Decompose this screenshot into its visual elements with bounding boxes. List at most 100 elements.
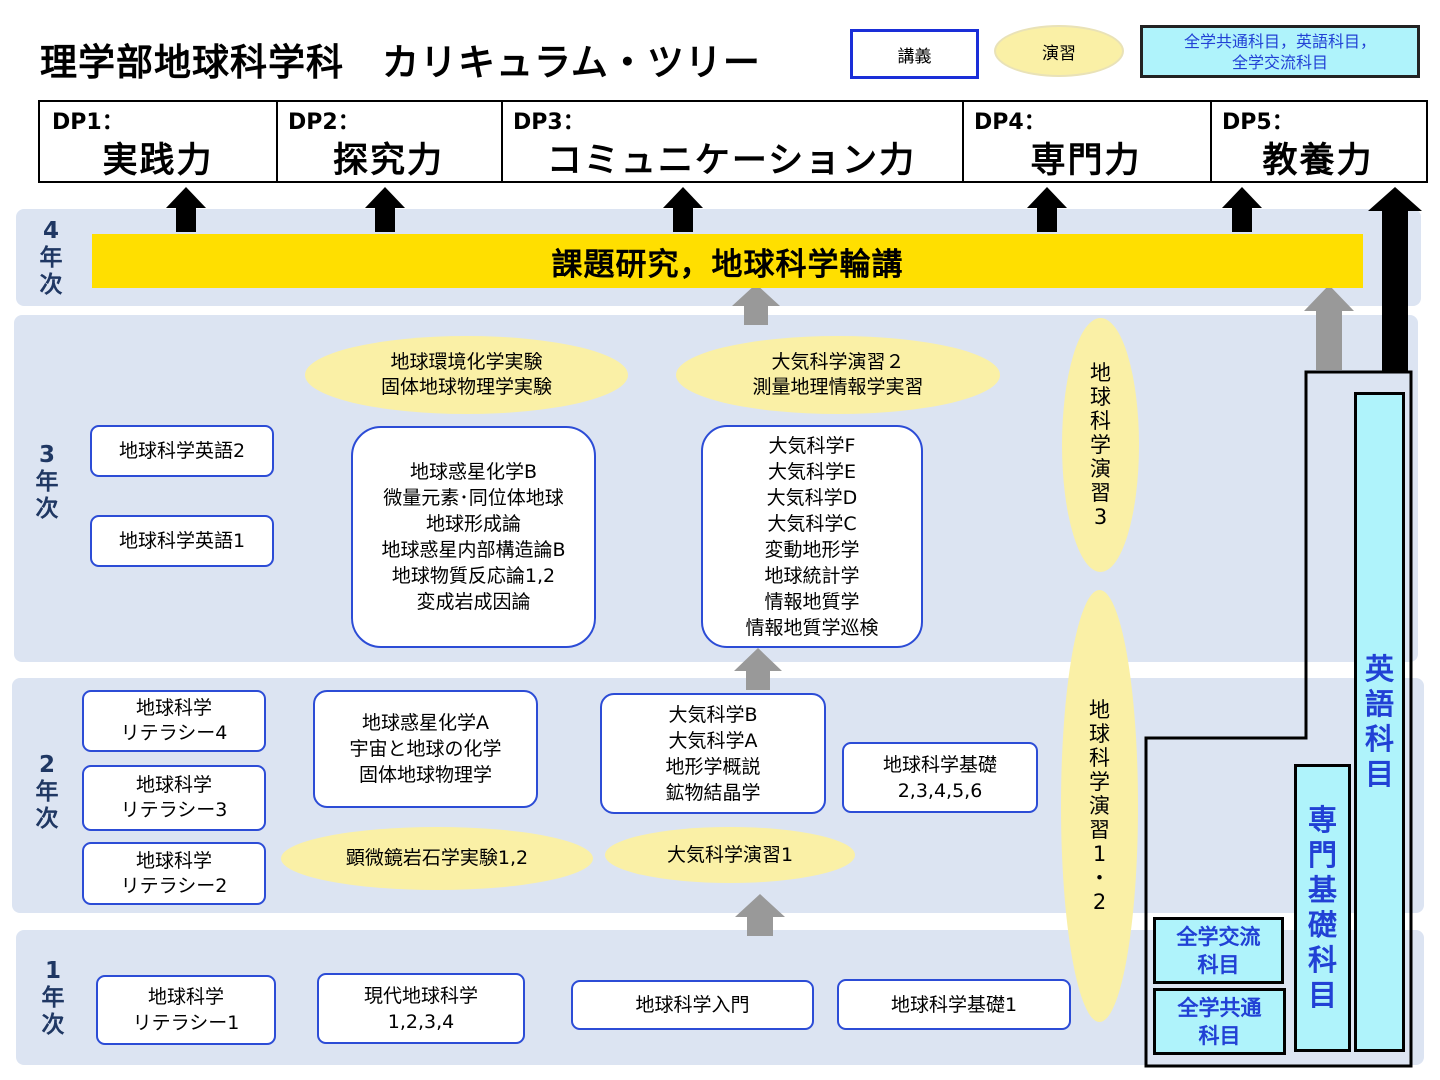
diploma-policy-row: DP1： 実践力 DP2： 探究力 DP3： コミュニケーション力 DP4： 専… (38, 100, 1428, 183)
general-exchange-subjects: 全学交流 科目 (1153, 917, 1284, 984)
y2a-line2: 宇宙と地球の化学 (349, 738, 502, 760)
common-line2: 科目 (1198, 1023, 1241, 1048)
basics1-label: 地球科学基礎1 (890, 993, 1018, 1016)
y3-mid-line5: 変動地形学 (764, 538, 860, 561)
dp5-name: 教養力 (1262, 141, 1374, 181)
course-earth-science-english2: 地球科学英語2 (90, 425, 274, 477)
year2-atmos-box: 大気科学B 大気科学A 地形学概説 鉱物結晶学 (600, 693, 826, 814)
eng-c1: 英 (1364, 652, 1394, 686)
basics26-line1: 地球科学基礎 (882, 753, 997, 776)
eng-c3: 科 (1364, 722, 1394, 756)
ex12-c1: 地 (1089, 698, 1110, 722)
ex12-c4: 学 (1089, 770, 1110, 794)
y2b-line3: 地形学概説 (665, 755, 761, 778)
ex12-c2: 球 (1089, 722, 1110, 746)
course-literacy1: 地球科学 リテラシー1 (96, 975, 276, 1045)
year3-atmos-box: 大気科学F 大気科学E 大気科学D 大気科学C 変動地形学 地球統計学 情報地質… (701, 425, 923, 648)
ex3-c3: 科 (1090, 409, 1111, 433)
dp5-cell: DP5： 教養力 (1210, 102, 1426, 181)
year3-planetary-box: 地球惑星化学B 微量元素･同位体地球 地球形成論 地球惑星内部構造論B 地球物質… (351, 426, 596, 648)
practice-earth-science-exercise3: 地 球 科 学 演 習 3 (1062, 318, 1139, 572)
arrow-black-dp4 (1027, 187, 1067, 232)
course-literacy4: 地球科学 リテラシー4 (82, 690, 266, 752)
ex3-c5: 演 (1090, 457, 1111, 481)
literacy1-line2: リテラシー1 (132, 1012, 240, 1034)
microscope-label: 顕微鏡岩石学実験1,2 (345, 847, 529, 869)
dp2-name: 探究力 (332, 141, 444, 181)
year2-nen: 年 (35, 779, 59, 805)
y3-mid-line7: 情報地質学 (764, 590, 860, 613)
year2-num: 2 (38, 752, 55, 778)
year3-num: 3 (38, 442, 55, 468)
intro-label: 地球科学入門 (635, 994, 750, 1016)
year1-ji: 次 (41, 1012, 65, 1038)
course-modern-earth-science: 現代地球科学 1,2,3,4 (317, 973, 525, 1044)
literacy2-line2: リテラシー2 (120, 874, 228, 897)
ex12-c6: 習 (1089, 818, 1110, 842)
arrow-black-dp5 (1222, 187, 1262, 232)
basics26-line2: 2,3,4,5,6 (897, 779, 983, 802)
ex3-c6: 習 (1090, 481, 1111, 505)
modern-line2: 1,2,3,4 (387, 1010, 455, 1033)
eng-c4: 目 (1364, 757, 1394, 791)
y2b-line1: 大気科学B (668, 703, 758, 726)
y2b-line4: 鉱物結晶学 (665, 781, 761, 804)
course-intro-earth-science: 地球科学入門 (571, 980, 814, 1030)
y3-left-line6: 変成岩成因論 (416, 591, 531, 613)
ex12-c7: 1 (1092, 842, 1107, 866)
legend-practice: 演習 (994, 25, 1124, 77)
arrow-gray-specialty (1304, 285, 1354, 370)
arrow-gray-to-year3 (734, 648, 782, 690)
dp4-name: 専門力 (1030, 141, 1142, 181)
year4-label: 4 年 次 (36, 218, 66, 299)
year3-practice-left-line1: 地球環境化学実験 (390, 351, 543, 373)
arrow-gray-to-year4 (732, 284, 780, 325)
legend-common-line2: 全学交流科目 (1231, 52, 1328, 72)
year2-label: 2 年 次 (32, 752, 62, 833)
ex12-c8: ・ (1089, 866, 1110, 890)
y3-left-line1: 地球惑星化学B (409, 461, 538, 483)
dp4-cell: DP4： 専門力 (962, 102, 1212, 181)
year2-planetary-box: 地球惑星化学A 宇宙と地球の化学 固体地球物理学 (313, 690, 538, 808)
practice-microscope-petrology: 顕微鏡岩石学実験1,2 (281, 827, 593, 890)
literacy3-line2: リテラシー3 (120, 799, 228, 821)
english2-label: 地球科学英語2 (118, 440, 246, 462)
year3-nen: 年 (35, 469, 59, 495)
ex12-c9: 2 (1092, 890, 1107, 914)
year2-ji: 次 (35, 806, 59, 832)
ex3-c7: 3 (1093, 505, 1108, 529)
ex12-c3: 科 (1089, 746, 1110, 770)
year3-practice-atmos-survey: 大気科学演習２ 測量地理情報学実習 (676, 336, 1000, 414)
year3-practice-experiments: 地球環境化学実験 固体地球物理学実験 (305, 336, 628, 414)
general-common-subjects: 全学共通 科目 (1153, 988, 1286, 1055)
y3-mid-line1: 大気科学F (768, 434, 856, 457)
practice-earth-science-exercise12: 地 球 科 学 演 習 1 ・ 2 (1061, 590, 1138, 1022)
spec-c5: 科 (1307, 943, 1337, 977)
modern-line1: 現代地球科学 (363, 984, 478, 1007)
spec-c4: 礎 (1307, 908, 1337, 942)
ex3-c4: 学 (1090, 433, 1111, 457)
year1-nen: 年 (41, 985, 65, 1011)
practice-atmos-exercise1: 大気科学演習1 (605, 827, 855, 883)
dp1-code: DP1： (52, 110, 124, 135)
common-line1: 全学共通 (1177, 995, 1262, 1020)
dp3-code: DP3： (513, 110, 585, 135)
year4-ji: 次 (39, 272, 63, 298)
ex3-c2: 球 (1090, 385, 1111, 409)
year1-num: 1 (44, 958, 61, 984)
y3-mid-line3: 大気科学D (766, 486, 858, 509)
y3-mid-line4: 大気科学C (767, 512, 857, 535)
dp5-code: DP5： (1222, 110, 1294, 135)
dp3-cell: DP3： コミュニケーション力 (501, 102, 964, 181)
spec-c3: 基 (1307, 873, 1337, 907)
y2a-line3: 固体地球物理学 (358, 764, 492, 786)
y3-mid-line6: 地球統計学 (764, 564, 860, 587)
year1-label: 1 年 次 (38, 958, 68, 1039)
course-earth-science-basics-2-6: 地球科学基礎 2,3,4,5,6 (842, 742, 1038, 813)
y3-left-line2: 微量元素･同位体地球 (383, 487, 564, 509)
year3-label: 3 年 次 (32, 442, 62, 523)
atmos-ex1-label: 大気科学演習1 (666, 843, 794, 866)
legend-common-subjects: 全学共通科目，英語科目， 全学交流科目 (1140, 25, 1420, 78)
legend-lecture: 講義 (850, 29, 979, 79)
